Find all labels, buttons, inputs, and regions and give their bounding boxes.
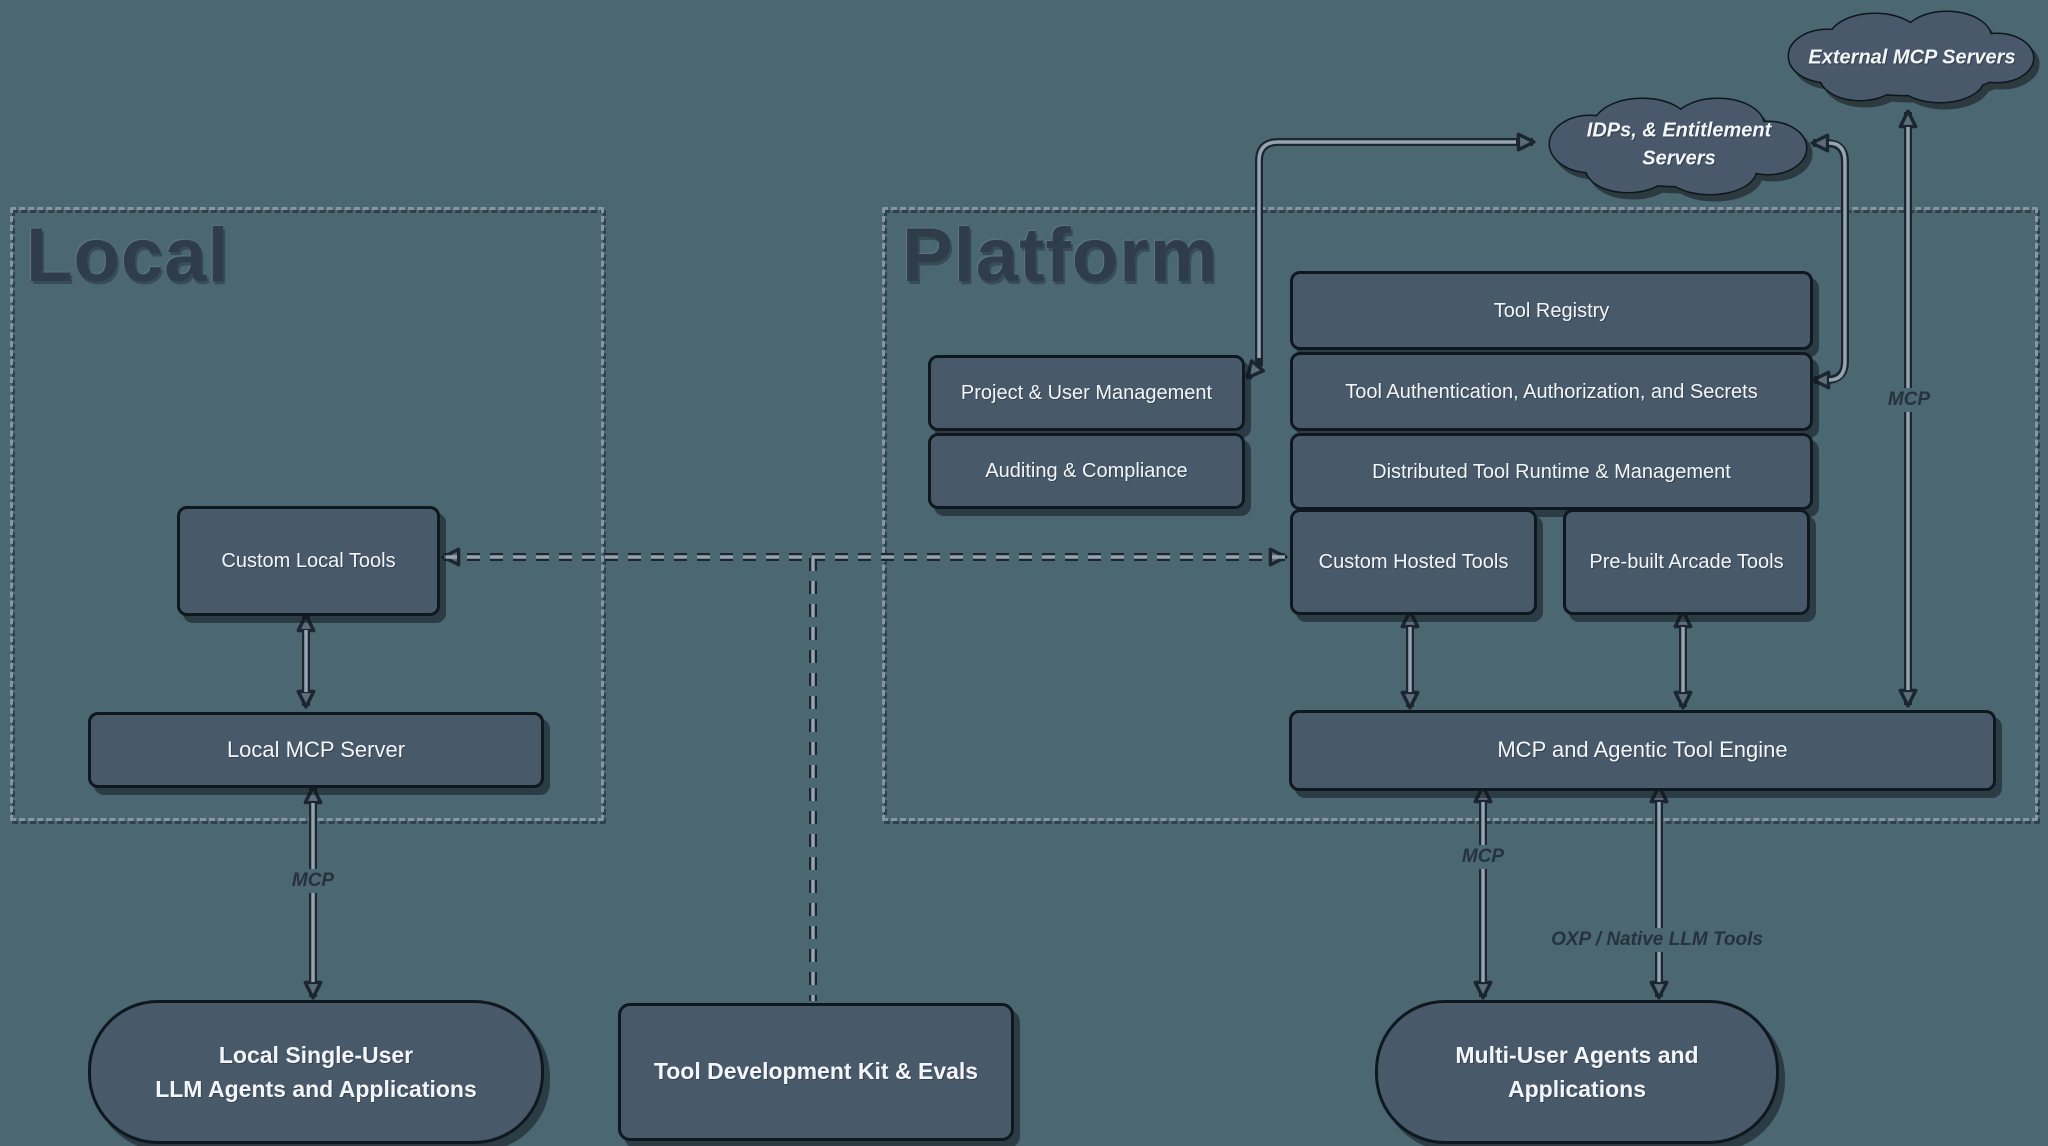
edge-toolauth-idps [1810,133,1849,390]
idps-cloud-label-line2: Servers [1642,147,1716,170]
node-local-single-user-agents-line2: LLM Agents and Applications [155,1076,477,1102]
node-custom-local-tools-label: Custom Local Tools [221,550,396,572]
node-distributed-runtime: Distributed Tool Runtime & Management [1290,433,1813,510]
node-tool-registry: Tool Registry [1290,271,1813,350]
node-mcp-agentic-engine: MCP and Agentic Tool Engine [1289,710,1996,791]
edge-label-local-mcp: MCP [284,869,342,893]
edge-label-engine-oxp: OXP / Native LLM Tools [1544,928,1770,952]
local-group-title: Local [26,213,230,298]
node-local-single-user-agents-line1: Local Single-User [218,1041,414,1068]
edge-label-engine-mcp: MCP [1454,845,1512,869]
idps-cloud-label-line1: IDPs, & Entitlement [1586,119,1772,142]
node-tool-dev-kit-label: Tool Development Kit & Evals [653,1058,979,1085]
external-mcp-cloud [1787,10,2035,104]
node-multi-user-agents-line2: Applications [1507,1076,1646,1102]
node-tool-dev-kit: Tool Development Kit & Evals [618,1003,1014,1141]
node-mcp-agentic-engine-label: MCP and Agentic Tool Engine [1497,737,1788,763]
idps-cloud [1548,97,1808,196]
node-auditing-compliance-label: Auditing & Compliance [985,460,1188,482]
node-distributed-runtime-label: Distributed Tool Runtime & Management [1372,460,1731,483]
node-auditing-compliance: Auditing & Compliance [928,433,1245,509]
node-tool-auth-label: Tool Authentication, Authorization, and … [1345,380,1758,403]
node-local-mcp-server: Local MCP Server [88,712,544,788]
node-custom-hosted-tools-label: Custom Hosted Tools [1318,551,1509,573]
node-project-user-mgmt-label: Project & User Management [960,382,1213,404]
node-prebuilt-arcade-tools-label: Pre-built Arcade Tools [1589,551,1784,573]
node-multi-user-agents-line1: Multi-User Agents and [1455,1041,1699,1068]
platform-group-title: Platform [902,213,1219,298]
node-local-single-user-agents: Local Single-User LLM Agents and Applica… [88,1000,544,1144]
node-custom-local-tools: Custom Local Tools [177,506,440,616]
edge-label-external-mcp: MCP [1880,388,1938,412]
external-mcp-cloud-label: External MCP Servers [1808,46,2016,69]
node-tool-auth: Tool Authentication, Authorization, and … [1290,352,1813,431]
node-project-user-mgmt: Project & User Management [928,355,1245,431]
node-prebuilt-arcade-tools: Pre-built Arcade Tools [1563,509,1810,615]
node-custom-hosted-tools: Custom Hosted Tools [1290,509,1537,615]
node-local-mcp-server-label: Local MCP Server [226,736,406,762]
node-tool-registry-label: Tool Registry [1493,299,1610,322]
node-multi-user-agents: Multi-User Agents and Applications [1375,1000,1779,1144]
